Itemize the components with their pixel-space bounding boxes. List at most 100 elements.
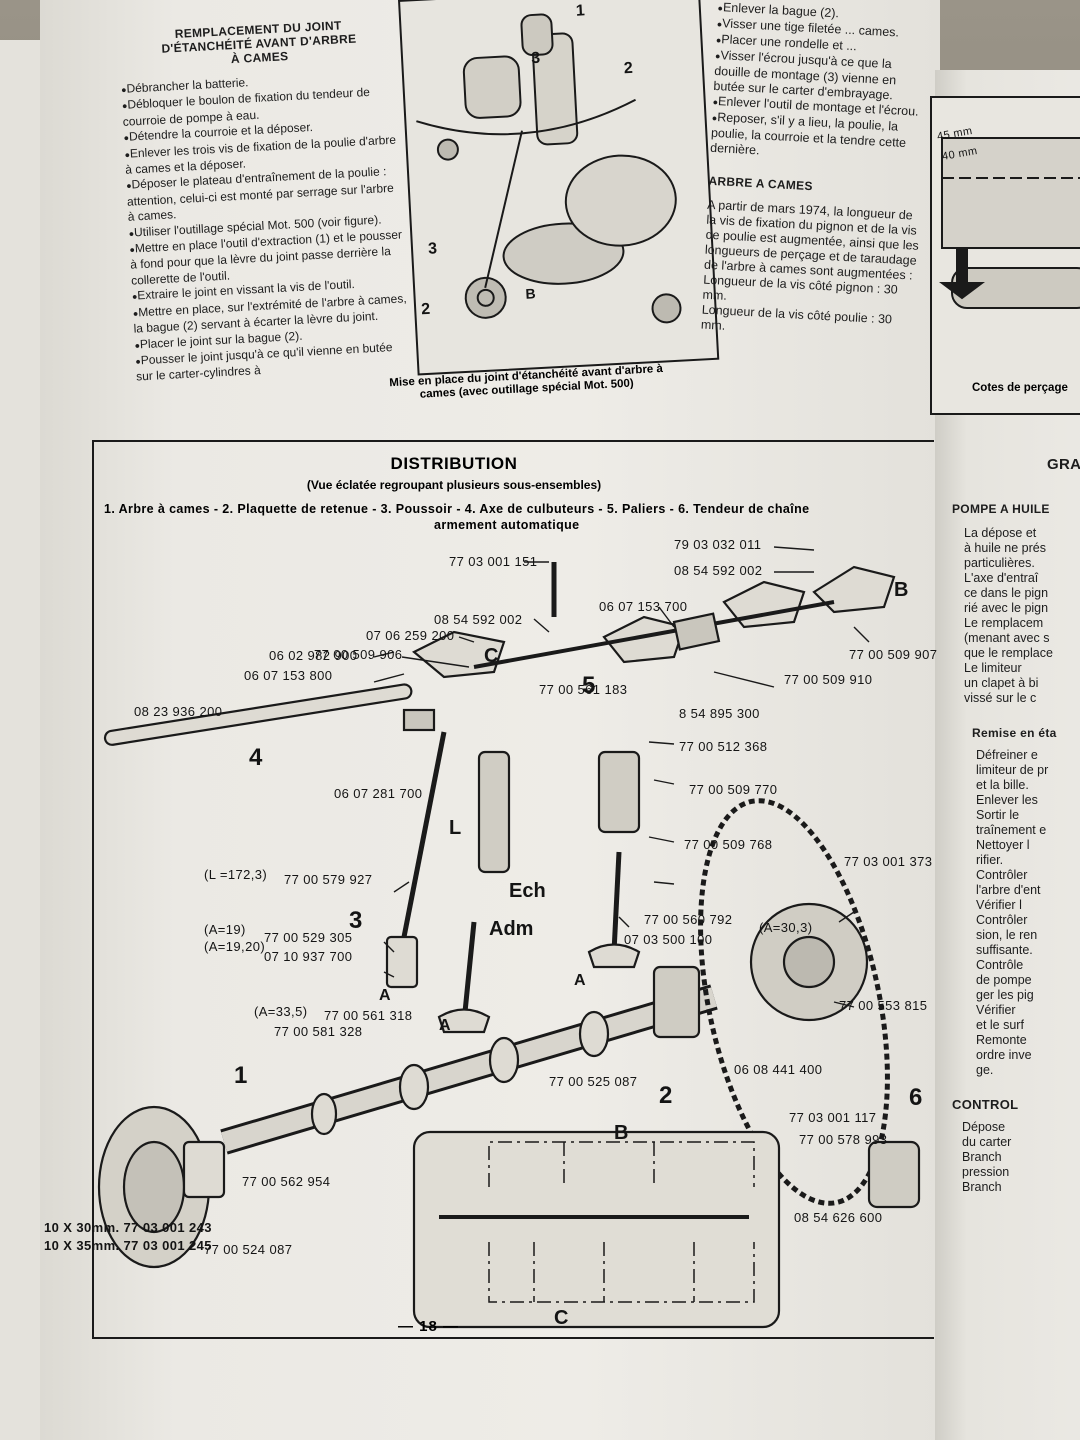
- seal-tool-figure: 1 2 3 3 2 B: [398, 0, 720, 376]
- line: (menant avec s: [964, 631, 1050, 645]
- right-text-column: Enlever la bague (2). Visser une tige fi…: [701, 0, 933, 344]
- line: de pompe: [976, 973, 1032, 987]
- part-ref: 06 07 281 700: [334, 786, 423, 801]
- label-ech: Ech: [509, 880, 546, 902]
- seal-tool-drawing: [416, 13, 682, 324]
- heading-pompe: POMPE A HUILE: [952, 502, 1050, 516]
- part-ref: 77 00 562 954: [242, 1174, 331, 1189]
- line: traînement e: [976, 823, 1047, 837]
- heading-remise: Remise en éta: [972, 726, 1057, 740]
- callout-5: 5: [582, 672, 596, 699]
- line: La dépose et: [964, 526, 1037, 540]
- page-number-value: 18: [419, 1318, 438, 1335]
- rocker-arm: [812, 565, 896, 614]
- line: ordre inve: [976, 1048, 1032, 1062]
- far-right-column: GRA POMPE A HUILE La dépose et à huile n…: [952, 458, 1080, 1195]
- part-ref: 77 00 509 907: [849, 647, 938, 662]
- callout-A: A: [574, 972, 586, 989]
- line: limiteur de pr: [976, 763, 1049, 777]
- line: du carter: [962, 1135, 1012, 1149]
- part-ref: 07 03 500 100: [624, 932, 713, 947]
- label-adm: Adm: [489, 918, 534, 940]
- paragraph: A partir de mars 1974, la longueur de la…: [703, 197, 920, 283]
- drilling-drawing: [939, 137, 1080, 309]
- distribution-title: DISTRIBUTION: [390, 454, 518, 473]
- line: Le limiteur: [964, 661, 1022, 675]
- part-ref: 77 03 001 373: [844, 854, 933, 869]
- line: sion, le ren: [976, 928, 1038, 942]
- drilling-figure: 45 mm 40 mm Cotes de perçage: [930, 96, 1080, 415]
- line: suffisante.: [976, 943, 1033, 957]
- line: Remonte: [976, 1033, 1027, 1047]
- callout-1: 2: [623, 59, 634, 78]
- line: Dépose: [962, 1120, 1006, 1134]
- callout-2: 1: [575, 2, 586, 20]
- line: Contrôler: [976, 868, 1028, 882]
- line: et le surf: [976, 1018, 1024, 1032]
- part-ref: 77 03 001 151: [449, 554, 538, 569]
- line: ce dans le pign: [964, 586, 1049, 600]
- page-number: — 18 —: [398, 1318, 460, 1335]
- part-ref: 08 54 592 002: [434, 612, 523, 627]
- part-ref: 77 00 561 183: [539, 682, 628, 697]
- line: à huile ne prés: [964, 541, 1047, 555]
- callout-6: 6: [909, 1084, 923, 1111]
- part-ref: (A=19,20): [204, 939, 266, 954]
- part-ref: 77 00 509 910: [784, 672, 873, 687]
- part-ref: 08 23 936 200: [134, 704, 223, 719]
- part-ref: (L =172,3): [204, 867, 268, 882]
- part-ref: 10 X 30mm. 77 03 001 243: [44, 1220, 212, 1235]
- callout-A: A: [439, 1017, 451, 1034]
- section-heading-joint: Remplacement du joint d'étanchéité avant…: [161, 18, 357, 67]
- part-ref: 77 00 509 770: [689, 782, 778, 797]
- part-ref: 08 54 626 600: [794, 1210, 883, 1225]
- line: Le remplacem: [964, 616, 1044, 630]
- callout-L: L: [449, 817, 462, 839]
- line: ge.: [976, 1063, 994, 1077]
- heading-gra: GRA: [1047, 458, 1080, 473]
- part-ref: 77 00 529 305: [264, 930, 353, 945]
- line: Enlever les: [976, 793, 1038, 807]
- line: Contrôler: [976, 913, 1028, 927]
- line: Vérifier: [976, 1003, 1016, 1017]
- line: Sortir le: [976, 808, 1020, 822]
- line: Branch: [962, 1180, 1002, 1194]
- callout-B: B: [614, 1122, 629, 1144]
- line: un clapet à bi: [964, 676, 1039, 690]
- callout-2: 2: [659, 1082, 673, 1109]
- line: rié avec le pign: [964, 601, 1049, 615]
- callout-3: 3: [349, 907, 363, 934]
- list-item: Reposer, s'il y a lieu, la poulie, la po…: [710, 110, 927, 167]
- callout-3: 3: [530, 49, 541, 68]
- part-ref: 10 X 35mm. 77 03 001 245: [44, 1238, 212, 1253]
- line: Branch: [962, 1150, 1002, 1164]
- part-ref: 79 03 032 011: [674, 537, 762, 552]
- distribution-legend-2: armement automatique: [434, 518, 580, 532]
- part-ref: 08 54 592 002: [674, 563, 763, 578]
- left-text-column: Remplacement du joint d'étanchéité avant…: [118, 16, 411, 386]
- line: Nettoyer l: [976, 838, 1030, 852]
- distribution-legend: 1. Arbre à cames - 2. Plaquette de reten…: [104, 502, 810, 516]
- part-ref: 77 00 524 087: [204, 1242, 293, 1257]
- callout-A: A: [379, 987, 391, 1004]
- line: vissé sur le c: [964, 691, 1037, 705]
- callout-B: B: [525, 285, 537, 302]
- part-ref: 06 07 153 800: [244, 668, 333, 683]
- part-ref: 77 00 553 815: [839, 998, 928, 1013]
- callout-C: C: [554, 1307, 569, 1329]
- line: Contrôle: [976, 958, 1024, 972]
- part-ref: 06 08 441 400: [734, 1062, 823, 1077]
- line: pression: [962, 1165, 1010, 1179]
- callout-1: 1: [234, 1062, 248, 1089]
- part-ref: 07 10 937 700: [264, 949, 353, 964]
- part-ref: 77 00 512 368: [679, 739, 768, 754]
- distribution-subtitle: (Vue éclatée regroupant plusieurs sous-e…: [306, 478, 602, 492]
- heading-controle: CONTROL: [952, 1097, 1019, 1112]
- distribution-panel: DISTRIBUTION (Vue éclatée regroupant plu…: [44, 440, 938, 1339]
- line: que le remplace: [964, 646, 1053, 660]
- part-ref: (A=30,3): [759, 920, 813, 935]
- callout-3: 3: [427, 240, 438, 258]
- part-ref: 77 03 001 117: [789, 1110, 877, 1125]
- callout-C: C: [484, 645, 499, 667]
- part-ref: 77 00 561 318: [324, 1008, 413, 1023]
